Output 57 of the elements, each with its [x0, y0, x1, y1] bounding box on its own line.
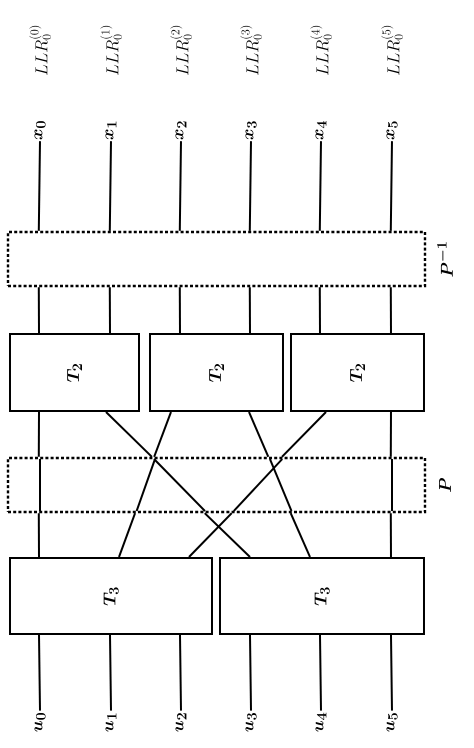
- symbol-label: $u_1$: [105, 713, 116, 732]
- symbol-label: $x_0$: [34, 121, 46, 140]
- llr-label: $LLR_0^{(1)}$: [100, 26, 122, 75]
- transform-box: $T_3$: [9, 557, 213, 635]
- llr-label: $LLR_0^{(3)}$: [240, 26, 262, 75]
- connector-line: [319, 634, 322, 711]
- symbol-label: $x_3$: [245, 121, 257, 140]
- connector-line: [178, 141, 182, 231]
- symbol-label: $u_4$: [315, 712, 326, 732]
- symbol-label: $x_5$: [386, 121, 398, 140]
- symbol-label: $u_5$: [386, 713, 398, 732]
- transform-box: $T_2$: [149, 333, 284, 412]
- connector-line: [290, 512, 311, 558]
- connector-line: [105, 411, 153, 458]
- connector-line: [38, 141, 41, 231]
- connector-line: [390, 634, 393, 711]
- connector-line: [178, 287, 181, 333]
- connector-line: [38, 412, 40, 457]
- connector-line: [38, 513, 40, 557]
- symbol-label: $x_4$: [315, 120, 326, 140]
- transform-box: $T_2$: [9, 333, 140, 412]
- connector-line: [390, 412, 392, 457]
- connector-line: [318, 287, 321, 333]
- llr-label: $LLR_0^{(0)}$: [29, 26, 51, 75]
- connector-line: [108, 141, 112, 231]
- connector-line: [118, 512, 136, 558]
- transform-box: $T_2$: [290, 333, 425, 412]
- connector-line: [249, 634, 252, 711]
- connector-line: [108, 287, 111, 333]
- connector-line: [390, 287, 392, 333]
- connector-line: [390, 513, 392, 557]
- connector-line: [204, 512, 251, 558]
- connector-line: [248, 412, 270, 458]
- connector-line: [179, 634, 182, 711]
- connector-line: [188, 512, 232, 558]
- llr-label: $LLR_0^{(4)}$: [310, 26, 332, 75]
- transform-box: $T_3$: [219, 557, 425, 635]
- permutation-box: $P$: [6, 456, 451, 514]
- connector-line: [281, 411, 327, 458]
- node-label: $P$: [439, 478, 451, 492]
- connector-line: [38, 287, 40, 333]
- llr-label: $LLR_0^{(2)}$: [170, 26, 192, 75]
- connector-line: [153, 412, 172, 458]
- symbol-label: $x_1$: [105, 122, 116, 140]
- llr-label: $LLR_0^{(5)}$: [381, 26, 403, 75]
- connector-line: [38, 634, 41, 711]
- connector-line: [248, 141, 252, 231]
- node-label: $P^{-1}$: [437, 242, 453, 277]
- symbol-label: $x_2$: [175, 121, 186, 140]
- connector-line: [390, 141, 393, 231]
- symbol-label: $u_0$: [34, 712, 46, 732]
- connector-line: [248, 287, 251, 333]
- connector-line: [318, 141, 322, 231]
- permutation-box: $P^{-1}$: [6, 230, 453, 288]
- symbol-label: $u_3$: [245, 713, 257, 732]
- symbol-label: $u_2$: [175, 713, 186, 732]
- connector-line: [109, 634, 112, 711]
